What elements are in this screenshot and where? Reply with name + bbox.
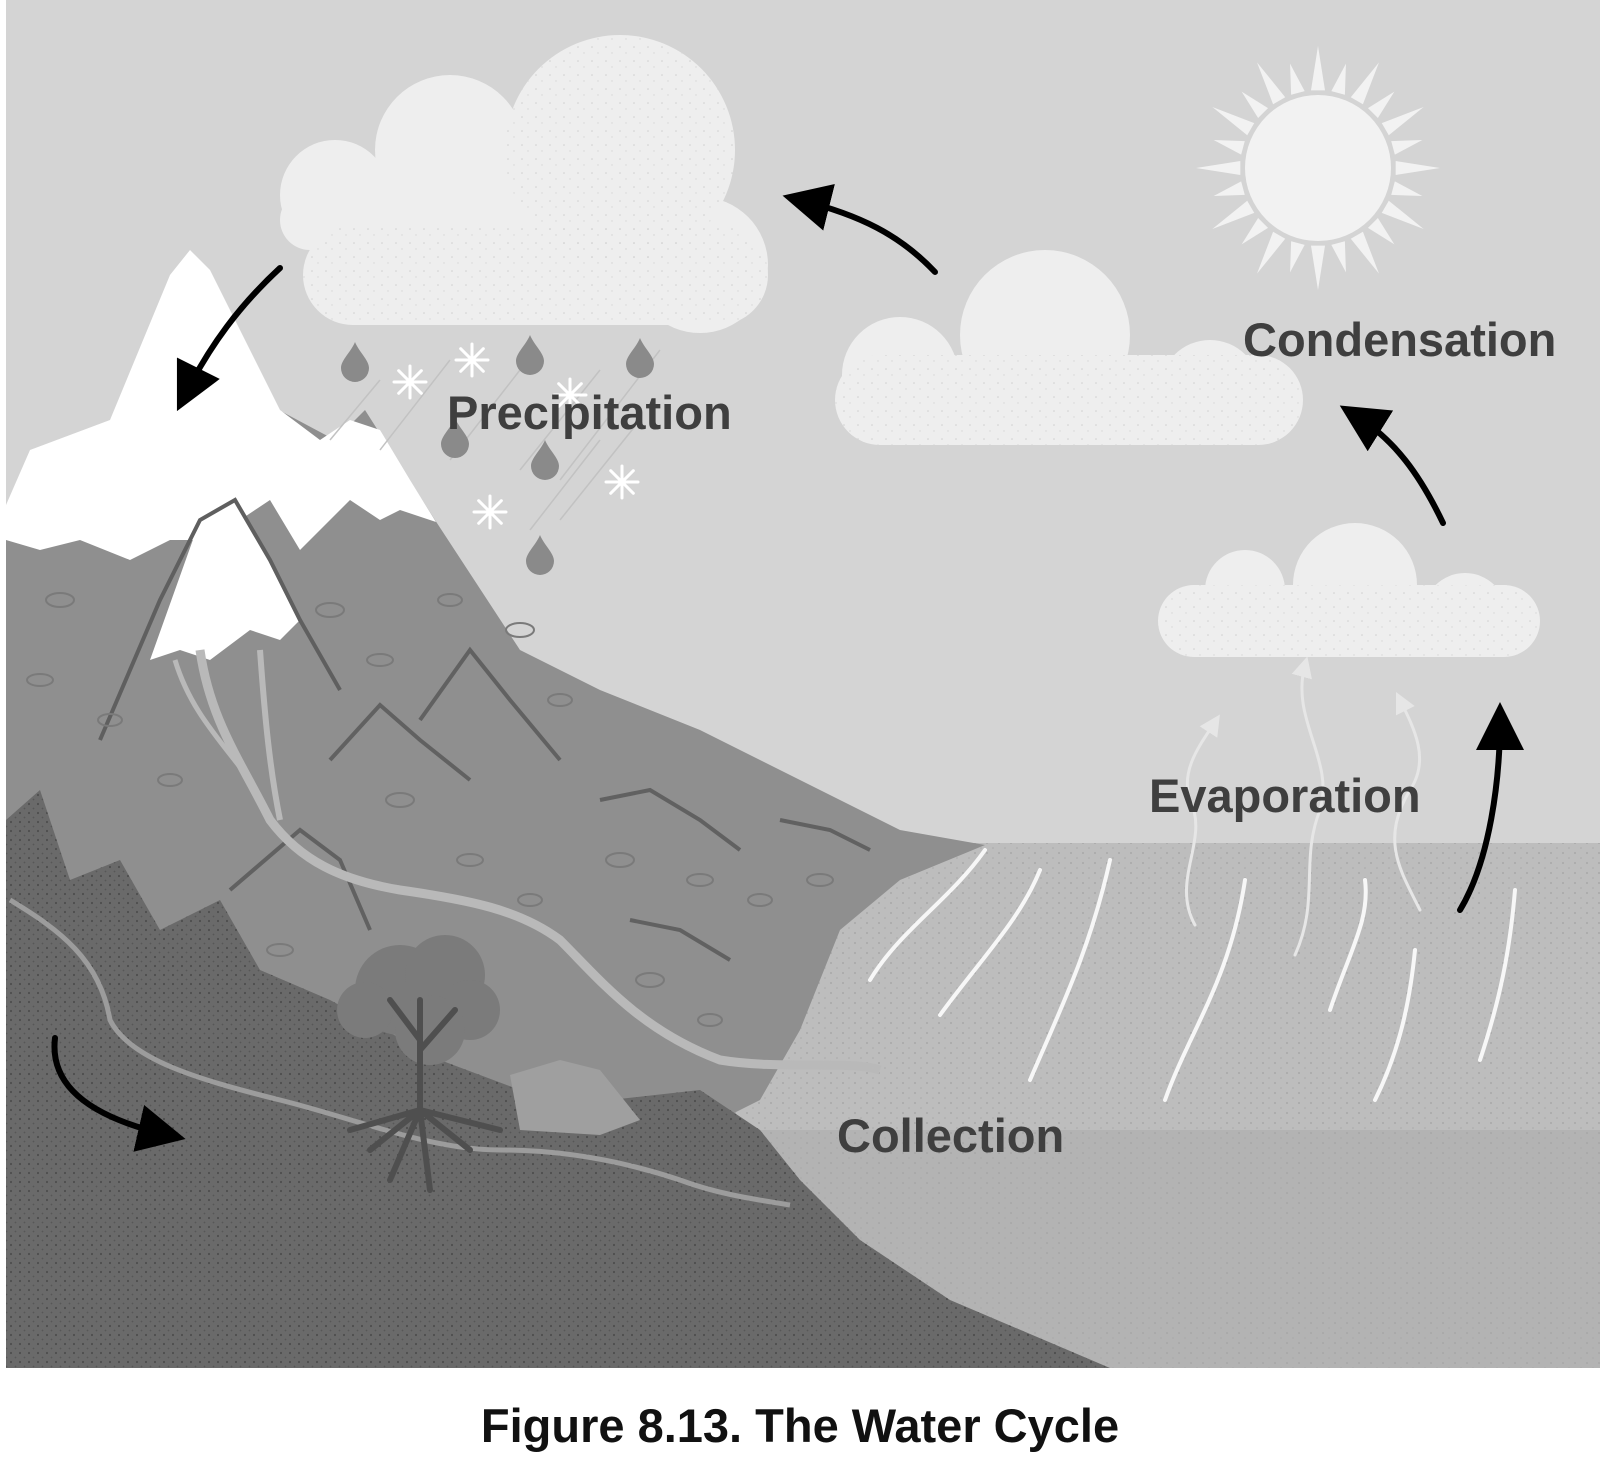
snowflake-icon: [454, 342, 490, 378]
sun-ray: [1241, 217, 1269, 245]
snowflake-icon: [552, 377, 588, 413]
sun-ray: [1310, 245, 1326, 290]
precipitation-particles: [329, 335, 661, 575]
figure-caption: Figure 8.13. The Water Cycle: [480, 1399, 1120, 1452]
sun-ray: [1196, 160, 1241, 176]
evaporation-label: Evaporation: [1149, 769, 1421, 822]
raindrop-icon: [626, 338, 654, 378]
sea-wave-streaks: [868, 848, 1517, 1102]
cycle-arrow-icon: [51, 183, 1524, 1152]
raindrop-icon: [516, 335, 544, 375]
sun-ray: [1331, 63, 1346, 95]
cloud-icon: [835, 250, 1303, 445]
sun-ray: [1367, 91, 1395, 119]
sun-ray: [1212, 107, 1255, 136]
sun-ray: [1381, 200, 1424, 229]
sun-ray: [1257, 62, 1286, 105]
water-cycle-illustration: [6, 0, 1600, 1368]
cloud-icon: [1158, 523, 1540, 657]
inner-peak: [150, 500, 300, 660]
sun-ray: [1290, 241, 1305, 273]
sun-icon: [1196, 46, 1440, 290]
sun-ray: [1381, 107, 1424, 136]
sun-ray: [1290, 63, 1305, 95]
sun-ray: [1391, 181, 1423, 196]
raindrop-icon: [526, 535, 554, 575]
collection-label: Collection: [837, 1109, 1065, 1162]
cloud-icon: [280, 35, 768, 333]
raindrop-icon: [341, 342, 369, 382]
sun-ray: [1367, 217, 1395, 245]
condensation-label: Condensation: [1243, 313, 1557, 366]
sun-ray: [1350, 231, 1379, 274]
sun-ray: [1391, 140, 1423, 155]
snowflake-icon: [604, 464, 640, 500]
sun-ray: [1395, 160, 1440, 176]
raindrop-icon: [531, 440, 559, 480]
mountain-stream: [195, 649, 882, 1075]
sun-ray: [1350, 62, 1379, 105]
raindrop-icon: [441, 418, 470, 459]
precipitation-label: Precipitation: [447, 386, 732, 439]
sun-ray: [1241, 91, 1269, 119]
snowflake-icon: [392, 364, 428, 400]
sun-ray: [1213, 140, 1245, 155]
snow-cap: [6, 250, 436, 560]
vapor-stream-icon: [1185, 656, 1422, 957]
sun-ray: [1257, 231, 1286, 274]
sun-ray: [1212, 200, 1255, 229]
sun-ray: [1310, 46, 1326, 91]
snowflake-icon: [472, 494, 508, 530]
sun-ray: [1213, 181, 1245, 196]
tree-icon: [337, 935, 503, 1193]
sun-ray: [1331, 241, 1346, 273]
